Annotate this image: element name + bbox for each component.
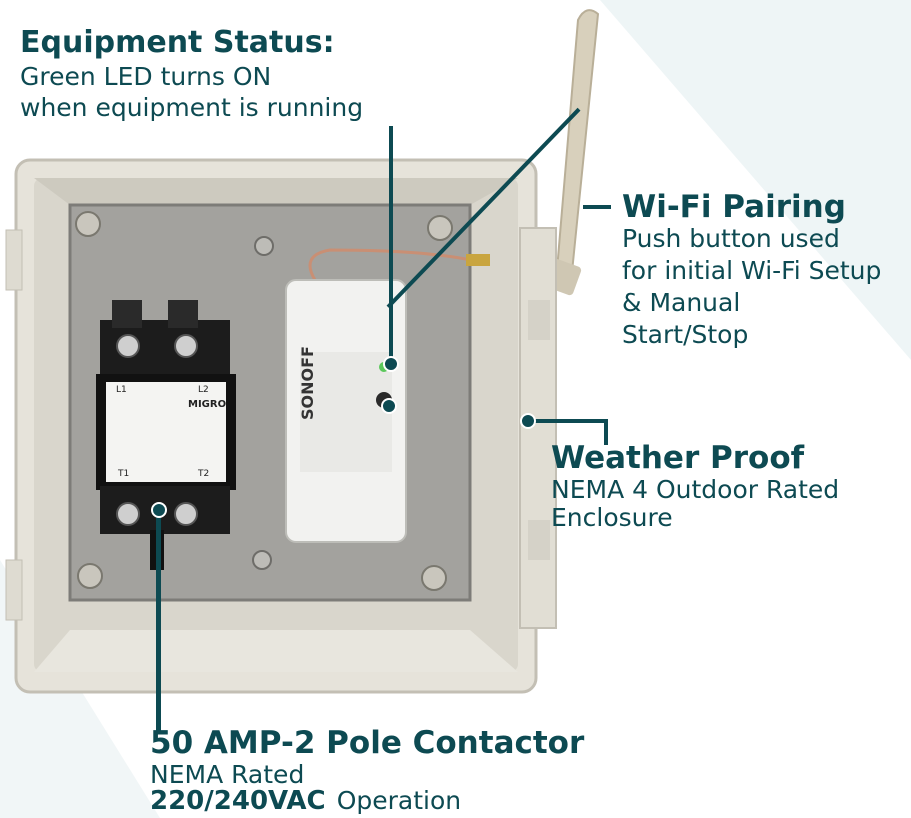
wifi-pairing-line3: & Manual (622, 288, 741, 317)
contactor-pointer (156, 510, 161, 732)
equipment-status-title: Equipment Status: (20, 25, 335, 60)
weather-proof-line2: Enclosure (551, 503, 673, 532)
wifi-pairing-title: Wi-Fi Pairing (622, 189, 846, 225)
equipment-status-line2: when equipment is running (20, 93, 364, 122)
contactor-dot (151, 502, 167, 518)
contactor-l1-label: L1 (116, 385, 127, 395)
weather-proof-title: Weather Proof (551, 440, 805, 476)
contactor-voltage-line: 220/240VAC Operation (150, 788, 461, 814)
contactor-brand-label: MIGRO (188, 399, 227, 410)
wifi-pairing-line4: Start/Stop (622, 320, 749, 349)
contactor-title: 50 AMP-2 Pole Contactor (150, 725, 585, 761)
equipment-status-line1: Green LED turns ON (20, 62, 272, 91)
contactor-operation: Operation (336, 786, 462, 815)
weather-proof-dot (520, 413, 536, 429)
contactor-voltage: 220/240VAC (150, 786, 326, 816)
contactor-t2-label: T2 (198, 469, 210, 479)
wifi-pairing-line2: for initial Wi-Fi Setup (622, 256, 882, 285)
equipment-status-dot (383, 356, 399, 372)
contactor-line1: NEMA Rated (150, 760, 305, 789)
equipment-status-pointer (389, 126, 393, 366)
contactor-device (96, 300, 236, 570)
relay-brand-label: SONOFF (298, 346, 317, 420)
weather-proof-pointer-h (528, 419, 608, 423)
wifi-relay-device (285, 279, 407, 543)
wifi-pairing-pointer-h (583, 205, 611, 209)
wifi-pairing-line1: Push button used (622, 224, 840, 253)
weather-proof-line1: NEMA 4 Outdoor Rated (551, 475, 840, 504)
contactor-t1-label: T1 (118, 469, 130, 479)
weather-proof-pointer-v (604, 419, 608, 445)
contactor-l2-label: L2 (198, 385, 209, 395)
wifi-pairing-dot (381, 398, 397, 414)
